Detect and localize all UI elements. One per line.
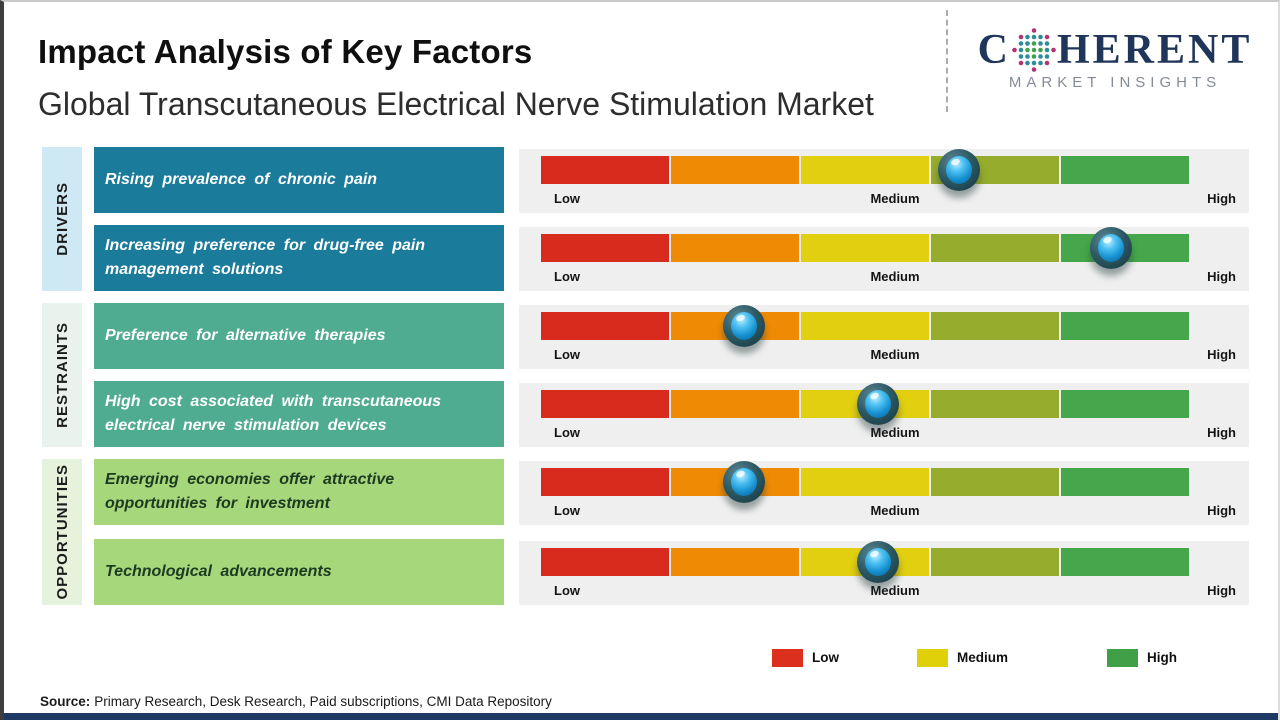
scale-label-medium: Medium [870, 347, 920, 362]
scale-label-low: Low [554, 269, 580, 284]
scale-label-high: High [1207, 269, 1236, 284]
scale-label-high: High [1207, 503, 1236, 518]
impact-scale-panel: Low Medium High [519, 383, 1249, 447]
bar-segment-1 [541, 312, 669, 340]
factor-box: Emerging economies offer attractive oppo… [94, 459, 504, 525]
bar-segment-2 [671, 234, 799, 262]
impact-marker-sphere [722, 305, 765, 347]
bar-segment-5 [1061, 156, 1189, 184]
bar-segment-3 [801, 234, 929, 262]
bar-segment-5 [1061, 548, 1189, 576]
factor-box: Increasing preference for drug-free pain… [94, 225, 504, 291]
source-text: Primary Research, Desk Research, Paid su… [94, 694, 552, 709]
bar-segment-4 [931, 548, 1059, 576]
bar-segment-1 [541, 548, 669, 576]
impact-gradient-bar [541, 468, 1189, 496]
scale-label-high: High [1207, 583, 1236, 598]
factor-box: Technological advancements [94, 539, 504, 605]
scale-label-medium: Medium [870, 583, 920, 598]
scale-label-low: Low [554, 503, 580, 518]
category-label: RESTRAINTS [53, 322, 71, 428]
scale-label-high: High [1207, 425, 1236, 440]
bar-segment-4 [931, 390, 1059, 418]
factor-box: Preference for alternative therapies [94, 303, 504, 369]
factor-text: Rising prevalence of chronic pain [105, 171, 378, 188]
logo-divider-dashed-line [946, 10, 948, 112]
factor-text: Preference for alternative therapies [105, 327, 386, 344]
factor-text: High cost associated with transcutaneous… [105, 393, 442, 434]
factor-text: Technological advancements [105, 563, 332, 580]
impact-gradient-bar [541, 234, 1189, 262]
impact-gradient-bar [541, 156, 1189, 184]
brand-letter-c: C [977, 27, 1011, 73]
factor-text: Increasing preference for drug-free pain… [105, 237, 426, 278]
scale-label-medium: Medium [870, 191, 920, 206]
page-title: Impact Analysis of Key Factors [38, 33, 533, 70]
scale-label-low: Low [554, 347, 580, 362]
scale-label-medium: Medium [870, 425, 920, 440]
bar-segment-2 [671, 156, 799, 184]
globe-dots-icon [1012, 28, 1056, 72]
impact-scale-panel: Low Medium High [519, 541, 1249, 605]
brand-tagline: MARKET INSIGHTS [1008, 74, 1222, 91]
bar-segment-1 [541, 468, 669, 496]
page-subtitle: Global Transcutaneous Electrical Nerve S… [38, 86, 874, 122]
category-label: OPPORTUNITIES [53, 464, 71, 600]
brand-logo: C HERENT MARKET INSIGHTS [964, 28, 1266, 91]
legend-swatch-high [1107, 649, 1138, 667]
brand-wordmark: C HERENT [964, 28, 1266, 72]
legend-label: High [1147, 650, 1177, 665]
bar-segment-1 [541, 390, 669, 418]
bar-segment-1 [541, 234, 669, 262]
bar-segment-3 [801, 468, 929, 496]
source-label: Source: [40, 694, 91, 709]
factor-text: Emerging economies offer attractive oppo… [105, 471, 395, 512]
impact-marker-sphere [1090, 227, 1133, 269]
impact-marker-sphere [856, 383, 899, 425]
scale-label-low: Low [554, 425, 580, 440]
impact-scale-panel: Low Medium High [519, 461, 1249, 525]
scale-label-high: High [1207, 347, 1236, 362]
bar-segment-4 [931, 468, 1059, 496]
scale-label-low: Low [554, 191, 580, 206]
category-strip-drivers: DRIVERS [42, 147, 82, 291]
bar-segment-5 [1061, 468, 1189, 496]
legend-label: Low [812, 650, 839, 665]
bar-segment-2 [671, 548, 799, 576]
scale-label-high: High [1207, 191, 1236, 206]
bar-segment-3 [801, 312, 929, 340]
bar-segment-1 [541, 156, 669, 184]
bar-segment-4 [931, 312, 1059, 340]
category-strip-restraints: RESTRAINTS [42, 303, 82, 447]
category-strip-opportunities: OPPORTUNITIES [42, 459, 82, 605]
impact-marker-sphere [856, 541, 899, 583]
impact-scale-panel: Low Medium High [519, 305, 1249, 369]
source-line: Source:Primary Research, Desk Research, … [40, 694, 552, 709]
scale-label-medium: Medium [870, 269, 920, 284]
bar-segment-4 [931, 234, 1059, 262]
impact-gradient-bar [541, 390, 1189, 418]
bar-segment-5 [1061, 390, 1189, 418]
legend-swatch-low [772, 649, 803, 667]
bar-segment-3 [801, 156, 929, 184]
scale-label-low: Low [554, 583, 580, 598]
legend-label: Medium [957, 650, 1009, 665]
impact-marker-sphere [937, 149, 980, 191]
legend-swatch-medium [917, 649, 948, 667]
brand-word-rest: HERENT [1056, 27, 1253, 73]
impact-scale-panel: Low Medium High [519, 149, 1249, 213]
factor-box: High cost associated with transcutaneous… [94, 381, 504, 447]
scale-label-medium: Medium [870, 503, 920, 518]
impact-scale-panel: Low Medium High [519, 227, 1249, 291]
impact-marker-sphere [722, 461, 765, 503]
impact-gradient-bar [541, 312, 1189, 340]
bar-segment-2 [671, 390, 799, 418]
bar-segment-5 [1061, 312, 1189, 340]
bottom-accent-bar [4, 713, 1278, 720]
category-label: DRIVERS [53, 182, 71, 256]
factor-box: Rising prevalence of chronic pain [94, 147, 504, 213]
